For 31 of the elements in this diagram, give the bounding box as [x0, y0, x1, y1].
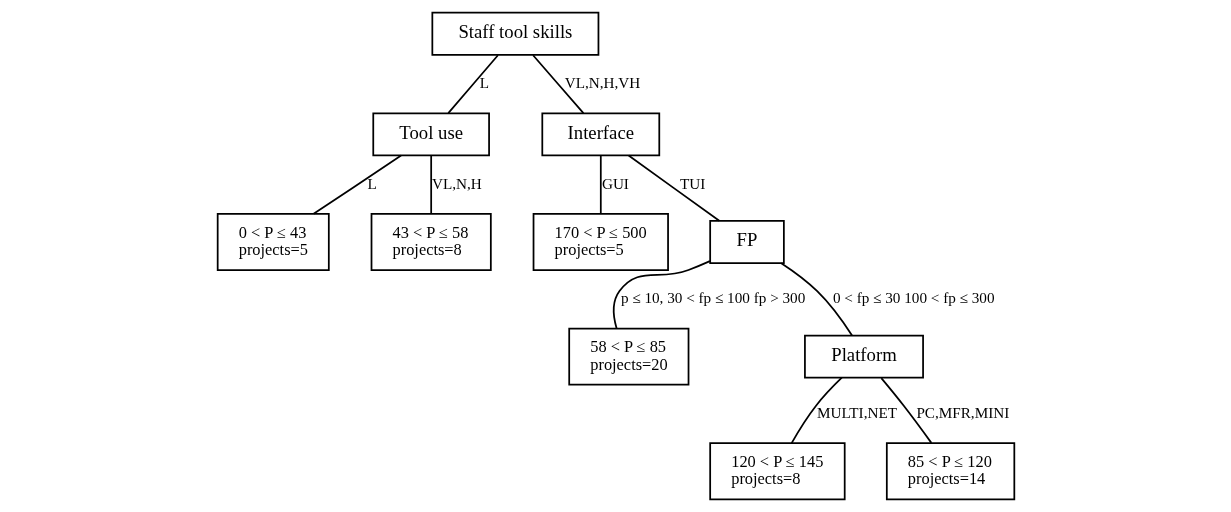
edge-label: p ≤ 10, 30 < fp ≤ 100 fp > 300: [620, 289, 805, 307]
node-box: 170 < P ≤ 500 projects=5: [532, 213, 669, 271]
edge-label: L: [366, 174, 377, 192]
connector: [779, 262, 853, 337]
node-box: 0 < P ≤ 43 projects=5: [216, 213, 330, 271]
node-box: Staff tool skills: [430, 11, 599, 56]
connector: [599, 154, 602, 215]
edge-label: VL,N,H,VH: [564, 74, 640, 92]
node-box: Interface: [540, 112, 660, 157]
connector: [627, 154, 720, 222]
connector: [879, 377, 932, 444]
node-box: 85 < P ≤ 120 projects=14: [885, 442, 1015, 501]
edge-label: MULTI,NET: [816, 403, 897, 421]
node-box: 120 < P ≤ 145 projects=8: [708, 442, 846, 501]
edge-label: GUI: [601, 174, 629, 192]
edge-label: 0 < fp ≤ 30 100 < fp ≤ 300: [832, 289, 995, 307]
node-box: 43 < P ≤ 58 projects=8: [370, 213, 492, 271]
connector: [446, 54, 499, 115]
edge-label: L: [479, 74, 489, 92]
node-box: 58 < P ≤ 85 projects=20: [567, 327, 689, 386]
connector: [790, 376, 843, 444]
edge-label: TUI: [679, 174, 705, 192]
edge-label: VL,N,H: [431, 174, 482, 192]
connector: [531, 54, 584, 115]
connector: [312, 154, 402, 215]
connector: [429, 154, 432, 215]
edge-label: PC,MFR,MINI: [915, 403, 1009, 421]
node-box: Tool use: [371, 112, 490, 157]
node-box: FP: [708, 220, 785, 264]
connector: [612, 260, 711, 330]
node-box: Platform: [803, 334, 924, 379]
